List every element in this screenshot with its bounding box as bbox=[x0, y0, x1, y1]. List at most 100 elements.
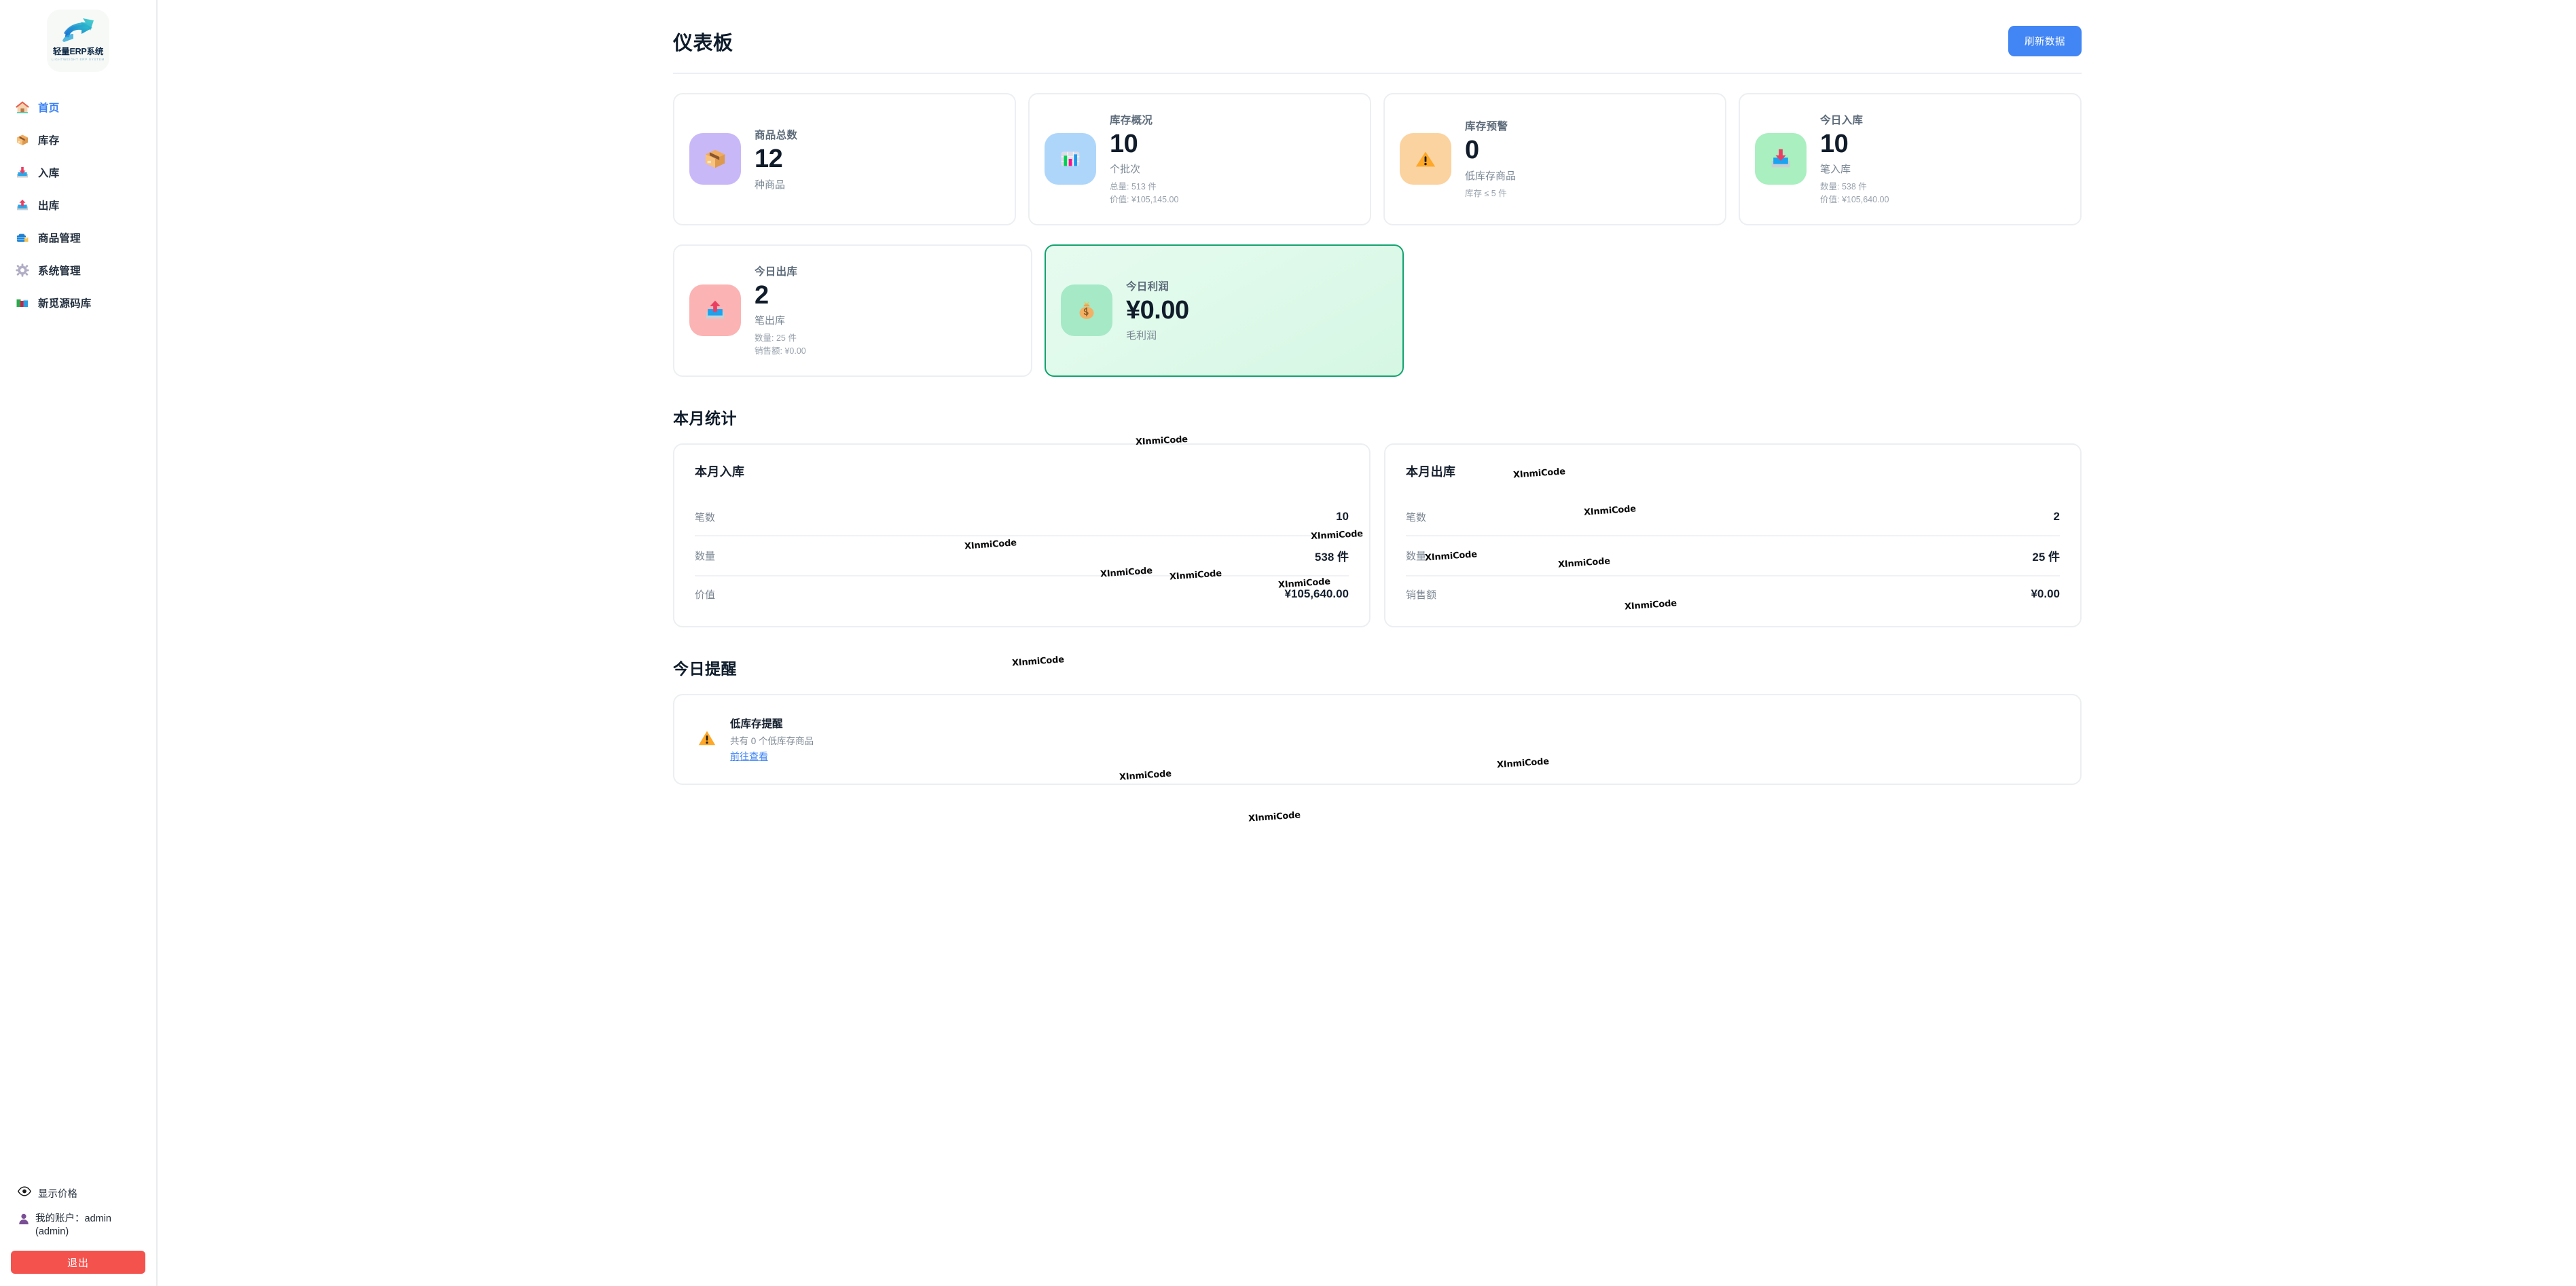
card-meta: 库存 ≤ 5 件 bbox=[1465, 187, 1516, 200]
panel-monthly-outbound: 本月出库 笔数 2 数量 25 件 销售额 ¥0.00 bbox=[1384, 443, 2082, 627]
card-meta-line-1: 数量: 538 件 bbox=[1820, 182, 1867, 192]
stat-card-low-stock-alert[interactable]: 库存预警 0 低库存商品 库存 ≤ 5 件 bbox=[1383, 93, 1726, 225]
low-stock-alert-card: 低库存提醒 共有 0 个低库存商品 前往查看 bbox=[673, 693, 2082, 785]
eye-icon bbox=[18, 1186, 31, 1200]
stat-key: 笔数 bbox=[1406, 511, 1427, 523]
card-value: 10 bbox=[1110, 130, 1138, 158]
stat-card-inventory-overview[interactable]: 库存概况 10 个批次 总量: 513 件 价值: ¥105,145.00 bbox=[1028, 93, 1371, 225]
card-meta-line-2: 价值: ¥105,640.00 bbox=[1820, 195, 1889, 205]
stat-row: 笔数 10 bbox=[695, 499, 1349, 536]
stat-key: 价值 bbox=[695, 589, 716, 601]
package-icon bbox=[15, 132, 30, 147]
sidebar-item-label: 出库 bbox=[38, 200, 60, 212]
sidebar-footer: 显示价格 我的账户：admin (admin) 退出 bbox=[0, 1179, 156, 1286]
stat-card-total-products[interactable]: 商品总数 12 种商品 bbox=[673, 93, 1016, 225]
sidebar-item-product-mgmt[interactable]: 商品管理 bbox=[0, 221, 156, 254]
sidebar-item-label: 首页 bbox=[38, 103, 60, 114]
outbound-icon bbox=[689, 284, 741, 337]
go-to-view-link[interactable]: 前往查看 bbox=[730, 750, 768, 762]
sidebar-item-source-library[interactable]: 新觅源码库 bbox=[0, 287, 156, 319]
card-body: 库存预警 0 低库存商品 库存 ≤ 5 件 bbox=[1465, 118, 1516, 200]
monthly-section-title: 本月统计 bbox=[673, 409, 737, 427]
card-meta: 数量: 538 件 价值: ¥105,640.00 bbox=[1820, 181, 1889, 206]
inbound-icon bbox=[15, 165, 30, 180]
stat-card-today-outbound[interactable]: 今日出库 2 笔出库 数量: 25 件 销售额: ¥0.00 bbox=[673, 244, 1032, 377]
stat-value: 538 件 bbox=[1314, 550, 1349, 564]
stat-key: 笔数 bbox=[695, 511, 716, 523]
logout-button[interactable]: 退出 bbox=[11, 1251, 145, 1274]
card-body: 商品总数 12 种商品 bbox=[755, 127, 797, 191]
main-content: 仪表板 刷新数据 商品总数 bbox=[158, 0, 2576, 1286]
sidebar-item-home[interactable]: 首页 bbox=[0, 91, 156, 124]
card-meta: 数量: 25 件 销售额: ¥0.00 bbox=[755, 332, 806, 358]
card-body: 今日利润 ¥0.00 毛利润 bbox=[1126, 278, 1189, 342]
card-unit: 种商品 bbox=[755, 179, 786, 191]
card-value: 2 bbox=[755, 280, 769, 310]
sidebar-item-label: 商品管理 bbox=[38, 233, 81, 244]
card-body: 今日出库 2 笔出库 数量: 25 件 销售额: ¥0.00 bbox=[755, 263, 806, 358]
watermark-text: XInmiCode bbox=[1248, 810, 1301, 824]
show-price-label: 显示价格 bbox=[38, 1188, 77, 1200]
sidebar-item-system-mgmt[interactable]: 系统管理 bbox=[0, 254, 156, 287]
card-title: 今日利润 bbox=[1126, 281, 1169, 293]
card-meta-line-2: 价值: ¥105,145.00 bbox=[1110, 195, 1179, 205]
card-unit: 低库存商品 bbox=[1465, 170, 1517, 182]
empty-slot bbox=[1416, 244, 1743, 377]
app-logo: 轻量ERP系统 LIGHTWEIGHT ERP SYSTEM bbox=[0, 0, 156, 79]
alert-body: 低库存提醒 共有 0 个低库存商品 前往查看 bbox=[730, 716, 814, 763]
card-title: 库存概况 bbox=[1110, 115, 1153, 126]
logo-name: 轻量ERP系统 bbox=[52, 47, 104, 56]
gear-icon bbox=[15, 263, 30, 278]
sidebar-item-outbound[interactable]: 出库 bbox=[0, 189, 156, 221]
refresh-data-button[interactable]: 刷新数据 bbox=[2008, 26, 2082, 56]
card-body: 库存概况 10 个批次 总量: 513 件 价值: ¥105,145.00 bbox=[1110, 112, 1178, 206]
stat-key: 数量 bbox=[1406, 550, 1427, 562]
stat-cards-row-1: 商品总数 12 种商品 bbox=[673, 93, 2082, 225]
stat-value: 2 bbox=[2053, 510, 2060, 523]
panel-title: 本月出库 bbox=[1406, 464, 1456, 479]
stat-row: 数量 538 件 bbox=[695, 536, 1349, 576]
sidebar: 轻量ERP系统 LIGHTWEIGHT ERP SYSTEM 首页 bbox=[0, 0, 158, 1286]
card-meta-line-1: 库存 ≤ 5 件 bbox=[1465, 188, 1507, 198]
stat-value: ¥0.00 bbox=[2031, 587, 2060, 601]
panel-monthly-inbound: 本月入库 笔数 10 数量 538 件 价值 ¥105,640.00 bbox=[673, 443, 1371, 627]
sidebar-item-inbound[interactable]: 入库 bbox=[0, 156, 156, 189]
card-meta-line-1: 数量: 25 件 bbox=[755, 333, 797, 344]
reminders-section-title: 今日提醒 bbox=[673, 659, 737, 678]
stat-key: 销售额 bbox=[1406, 589, 1437, 601]
stat-cards-row-2: 今日出库 2 笔出库 数量: 25 件 销售额: ¥0.00 bbox=[673, 244, 2082, 377]
card-body: 今日入库 10 笔入库 数量: 538 件 价值: ¥105,640.00 bbox=[1820, 112, 1889, 206]
page-header: 仪表板 刷新数据 bbox=[673, 26, 2082, 74]
card-unit: 个批次 bbox=[1110, 164, 1141, 176]
home-icon bbox=[15, 100, 30, 115]
card-title: 商品总数 bbox=[755, 130, 798, 142]
stat-card-today-profit[interactable]: 今日利润 ¥0.00 毛利润 bbox=[1045, 244, 1404, 377]
logo-subtitle: LIGHTWEIGHT ERP SYSTEM bbox=[51, 58, 105, 61]
stat-card-today-inbound[interactable]: 今日入库 10 笔入库 数量: 538 件 价值: ¥105,640.00 bbox=[1739, 93, 2082, 225]
card-value: 10 bbox=[1820, 130, 1849, 158]
sidebar-item-label: 库存 bbox=[38, 135, 60, 147]
card-unit: 毛利润 bbox=[1126, 330, 1157, 342]
money-bag-icon bbox=[1061, 284, 1112, 337]
alert-title: 低库存提醒 bbox=[730, 718, 783, 730]
card-unit: 笔入库 bbox=[1820, 164, 1851, 176]
stat-row: 笔数 2 bbox=[1406, 499, 2060, 536]
card-value: ¥0.00 bbox=[1126, 296, 1189, 325]
card-title: 今日出库 bbox=[755, 265, 798, 278]
sidebar-item-inventory[interactable]: 库存 bbox=[0, 124, 156, 156]
card-title: 今日入库 bbox=[1820, 115, 1864, 126]
logo-box: 轻量ERP系统 LIGHTWEIGHT ERP SYSTEM bbox=[47, 10, 109, 72]
page-title: 仪表板 bbox=[673, 32, 733, 54]
dashboard-container: 仪表板 刷新数据 商品总数 bbox=[673, 0, 2082, 785]
sidebar-nav: 首页 库存 bbox=[0, 91, 156, 319]
warning-icon bbox=[697, 728, 716, 750]
show-price-toggle[interactable]: 显示价格 bbox=[11, 1179, 145, 1207]
card-value: 12 bbox=[755, 145, 783, 174]
package-icon bbox=[689, 133, 741, 185]
stat-key: 数量 bbox=[695, 550, 716, 562]
panel-title: 本月入库 bbox=[695, 464, 745, 479]
bar-chart-icon bbox=[1045, 133, 1096, 185]
empty-slot bbox=[1755, 244, 2082, 377]
briefcase-icon bbox=[15, 230, 30, 245]
